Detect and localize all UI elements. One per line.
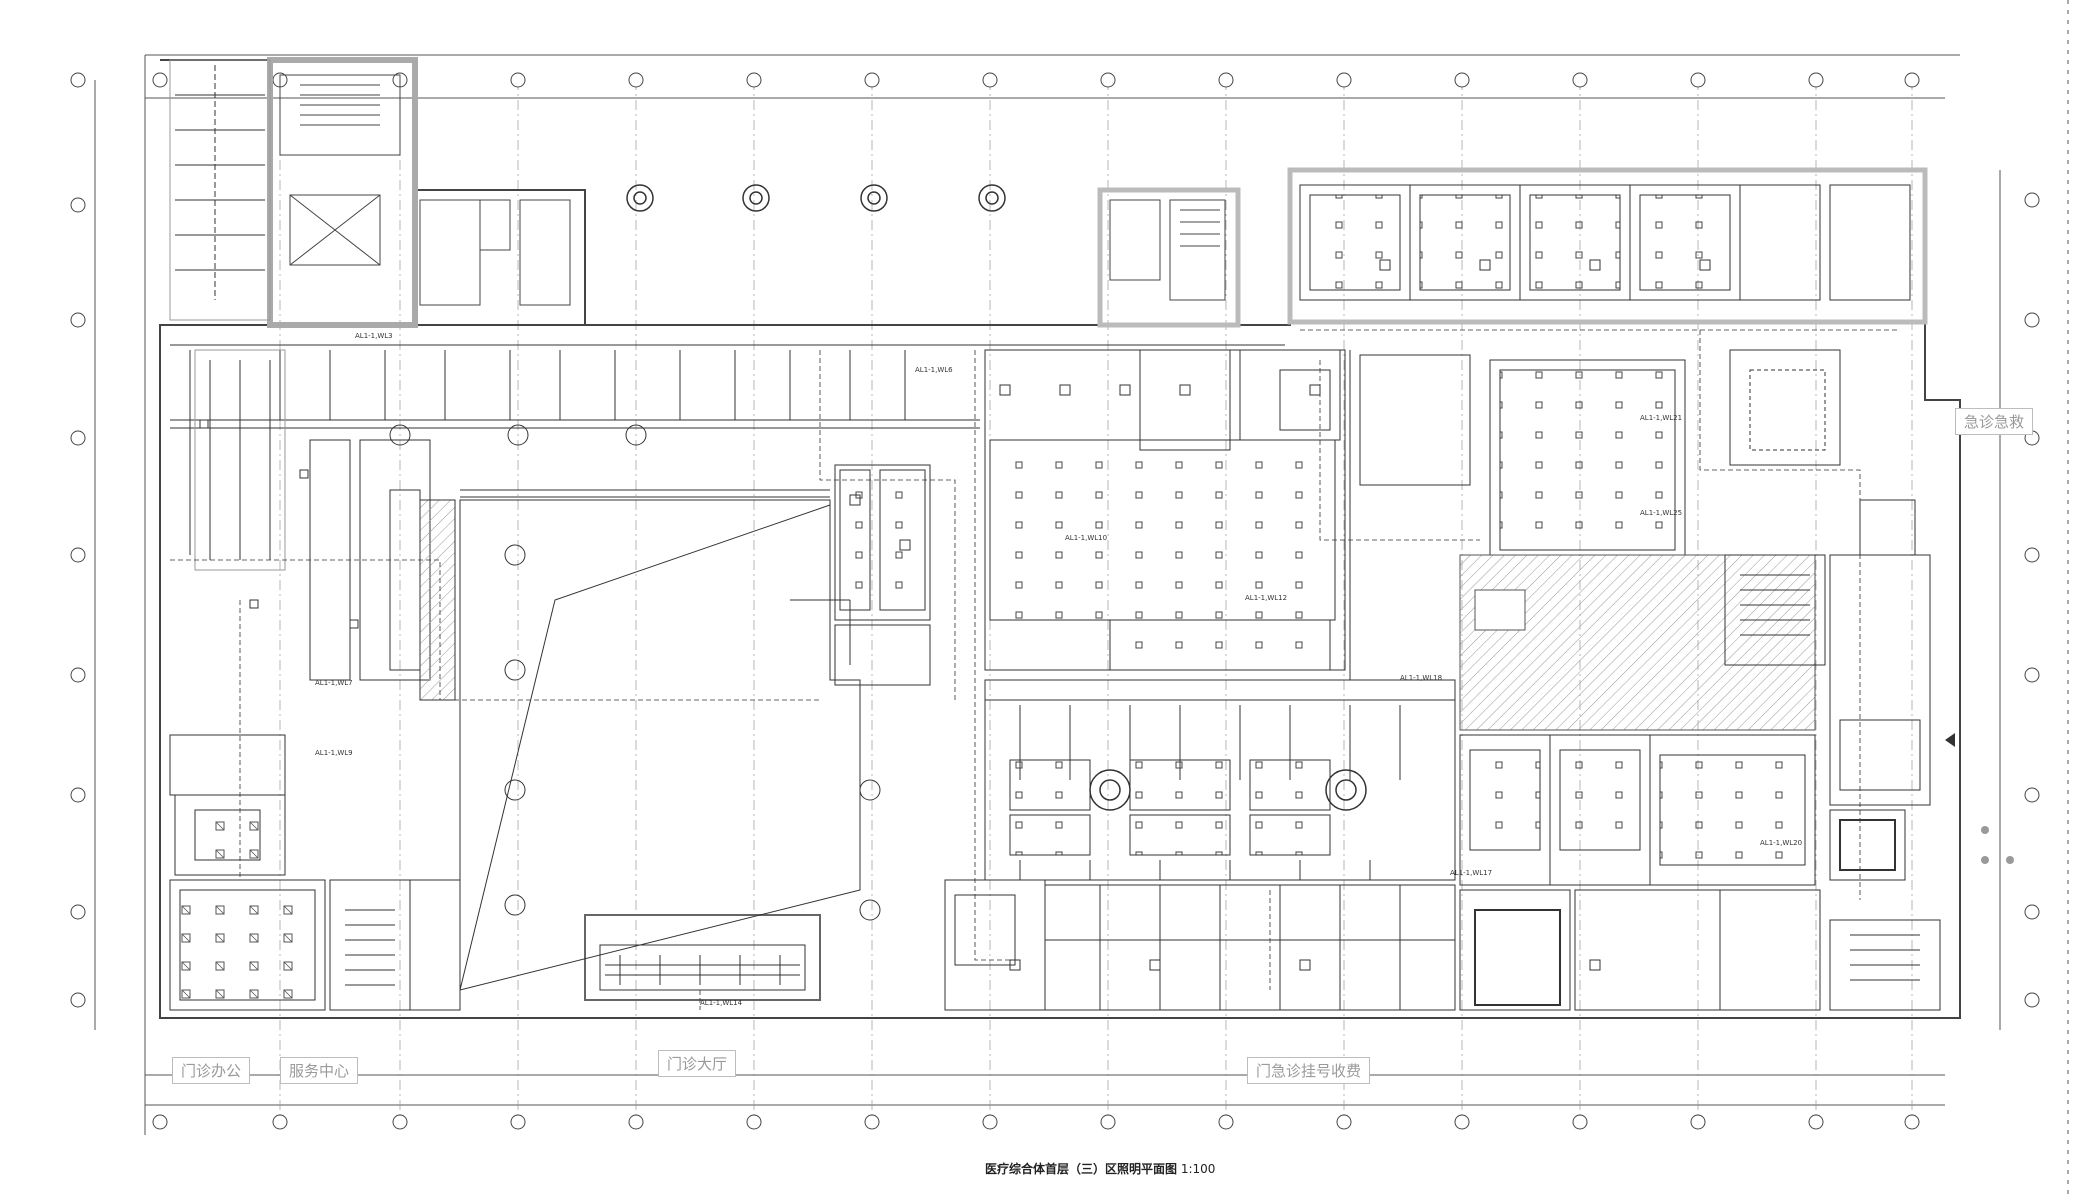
middle-block xyxy=(834,349,1351,686)
circuit-label: AL1-1,WL7 xyxy=(315,679,353,687)
circuit-label: AL1-1,WL10 xyxy=(1065,534,1107,542)
grid-bubbles-right xyxy=(2024,192,2040,1008)
bottom-middle-rooms xyxy=(944,879,1821,1011)
drawing-title: 医疗综合体首层（三）区照明平面图 1:100 xyxy=(985,1160,1215,1177)
circuit-label: AL1-1,WL9 xyxy=(315,749,353,757)
waiting-hall xyxy=(984,679,1456,881)
circuit-label: AL1-1,WL14 xyxy=(700,999,743,1007)
label-emergency: 急诊急救 xyxy=(1955,408,2034,435)
circuit-label: AL1-1,WL20 xyxy=(1760,839,1802,847)
corridors xyxy=(170,344,1285,555)
circuit-label: AL1-1,WL6 xyxy=(915,366,953,374)
circuit-label: AL1-1,WL21 xyxy=(1640,414,1682,422)
label-outpatient-hall: 门诊大厅 xyxy=(658,1050,737,1077)
left-wing xyxy=(169,59,456,701)
drawing-scale: 1:100 xyxy=(1180,1162,1216,1176)
core-upper-left xyxy=(279,74,1226,306)
drawing-title-text: 医疗综合体首层（三）区照明平面图 xyxy=(985,1162,1178,1176)
label-registration: 门急诊挂号收费 xyxy=(1247,1057,1371,1084)
circuit-label: AL1-1,WL18 xyxy=(1400,674,1442,682)
hatched-courtyard xyxy=(1459,554,1816,731)
circuit-wiring xyxy=(170,329,1900,1010)
light-fixtures xyxy=(199,259,2014,971)
dimension-frame xyxy=(94,0,2069,1200)
circuit-label: AL1-1,WL17 xyxy=(1450,869,1492,877)
circuit-labels: AL1-1,WL3 AL1-1,WL6 AL1-1,WL10 AL1-1,WL1… xyxy=(315,332,1802,1007)
outpatient-hall xyxy=(389,424,881,991)
right-lower-rooms xyxy=(1459,499,1941,1011)
circuit-label: AL1-1,WL25 xyxy=(1640,509,1682,517)
circuit-label: AL1-1,WL12 xyxy=(1245,594,1287,602)
label-outpatient-office: 门诊办公 xyxy=(172,1057,251,1084)
grid-bubbles-bottom xyxy=(152,1114,1920,1130)
bottom-left-offices xyxy=(169,734,806,1011)
grid-bubbles-left xyxy=(70,72,86,1008)
right-upper-rooms xyxy=(1299,184,1911,556)
circuit-label: AL1-1,WL3 xyxy=(355,332,393,340)
label-service-center: 服务中心 xyxy=(280,1057,359,1084)
